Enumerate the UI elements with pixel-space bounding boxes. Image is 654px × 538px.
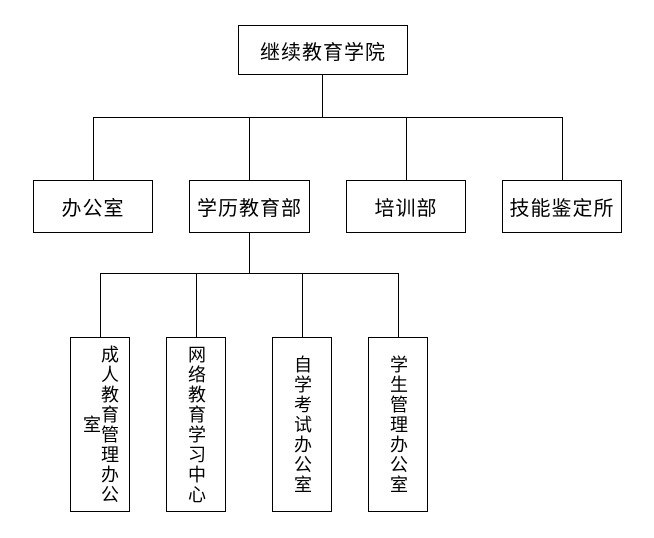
connector-level3-drop-self-study-exam <box>302 273 303 337</box>
connector-level3-drop-student-management <box>398 273 399 337</box>
org-box-office: 办公室 <box>33 180 153 233</box>
connector-level2-drop-skills <box>562 117 563 180</box>
connector-root-drop <box>322 75 323 118</box>
connector-academic-drop <box>249 233 250 273</box>
connector-level3-drop-network-education <box>196 273 197 337</box>
connector-level2-drop-academic <box>249 117 250 180</box>
org-box-academic-education-dept: 学历教育部 <box>189 180 310 233</box>
org-box-network-education-learning-center: 网络教育学习中心 <box>166 337 226 512</box>
org-box-adult-education-management-office: 成人教育管理办公室 <box>70 337 130 512</box>
org-box-skills-assessment-institute-label: 技能鉴定所 <box>509 198 615 220</box>
org-box-self-study-exam-office-label: 自学考试办公室 <box>292 354 312 495</box>
org-box-office-label: 办公室 <box>61 198 125 220</box>
org-box-academic-education-dept-label: 学历教育部 <box>197 198 302 220</box>
org-box-student-management-office: 学生管理办公室 <box>368 337 428 512</box>
org-box-training-dept: 培训部 <box>346 180 466 233</box>
connector-level2-drop-office <box>93 117 94 180</box>
org-root-label: 继续教育学院 <box>260 41 386 64</box>
connector-level2-horizontal <box>93 117 563 118</box>
org-box-adult-education-management-office-label: 成人教育管理办公室 <box>81 344 119 505</box>
connector-level3-horizontal <box>100 273 399 274</box>
connector-level3-drop-adult-education <box>100 273 101 337</box>
org-box-skills-assessment-institute: 技能鉴定所 <box>502 180 622 233</box>
org-box-network-education-learning-center-label: 网络教育学习中心 <box>186 344 206 505</box>
connector-level2-drop-training <box>406 117 407 180</box>
org-box-student-management-office-label: 学生管理办公室 <box>388 354 408 495</box>
org-box-training-dept-label: 培训部 <box>374 198 438 220</box>
org-box-self-study-exam-office: 自学考试办公室 <box>272 337 332 512</box>
org-root-box-continuing-education-college: 继续教育学院 <box>238 25 408 75</box>
